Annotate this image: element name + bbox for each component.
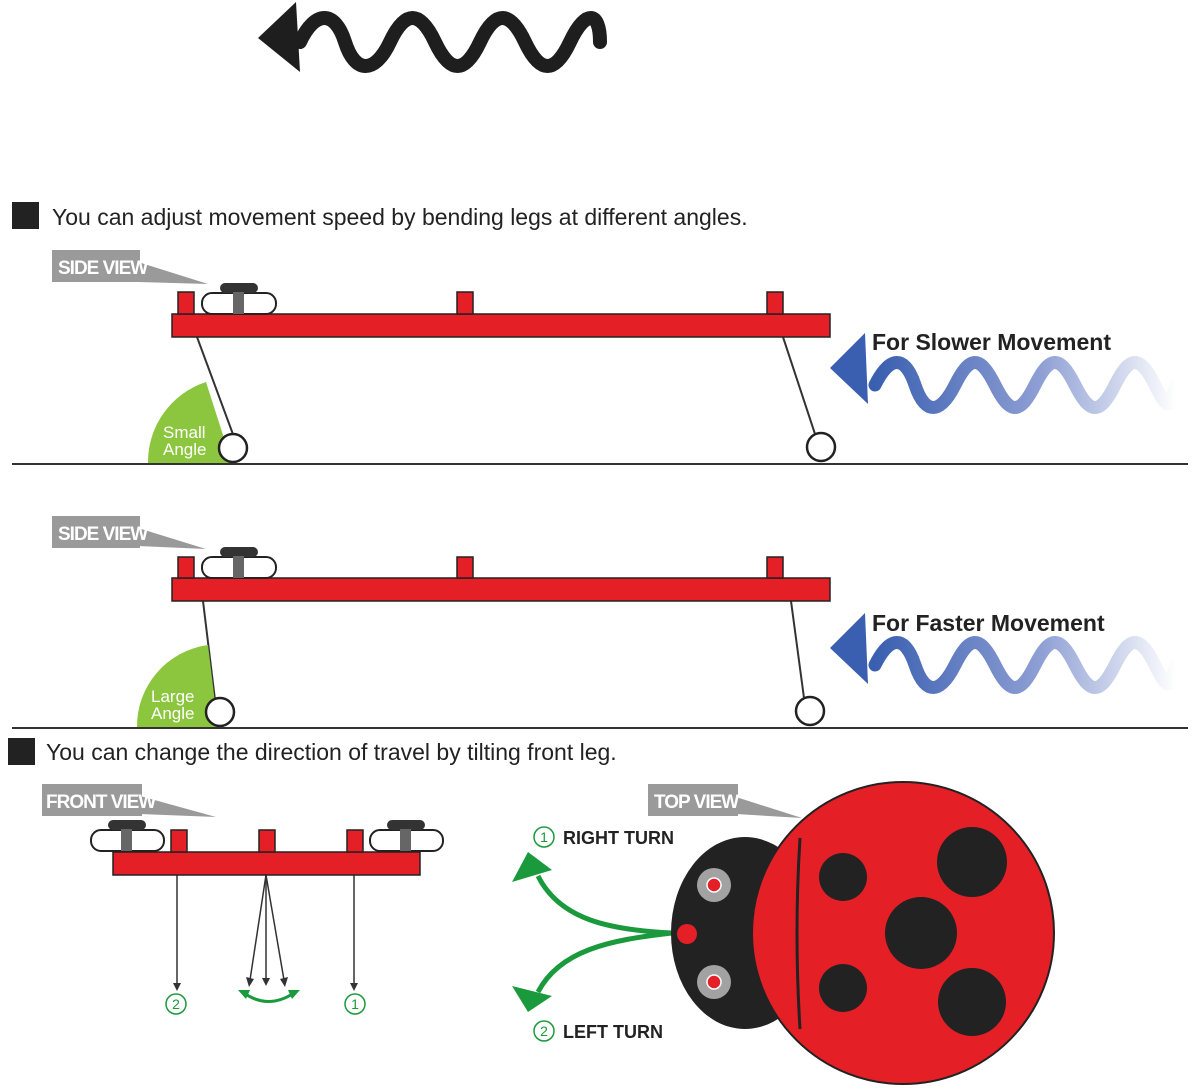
num-1-circle-front: [344, 993, 366, 1015]
svg-text:SIDE VIEW: SIDE VIEW: [58, 258, 148, 279]
num-2-circle-front: [165, 993, 187, 1015]
caption-direction: You can change the direction of travel b…: [46, 739, 617, 765]
slower-wave-arrow: [830, 333, 1183, 414]
robot-body: [171, 313, 831, 338]
top-view-tag: TOP VIEW: [648, 784, 802, 818]
left-turn-label: 2 LEFT TURN: [533, 1020, 663, 1042]
side-view-tag-2: SIDE VIEW: [52, 516, 206, 549]
turn-arrows: [512, 852, 673, 1012]
bullet-square-1: [12, 202, 39, 229]
svg-text:TOP VIEW: TOP VIEW: [654, 792, 739, 813]
svg-text:SIDE VIEW: SIDE VIEW: [58, 524, 148, 545]
small-angle-label-1: Small: [163, 423, 206, 442]
svg-text:1: 1: [540, 829, 548, 845]
svg-text:RIGHT TURN: RIGHT TURN: [563, 828, 674, 848]
large-angle-wedge: [136, 645, 218, 728]
foot-rear: [805, 431, 837, 463]
svg-text:1: 1: [351, 996, 359, 1012]
svg-text:2: 2: [540, 1023, 548, 1039]
large-angle-label-1: Large: [151, 687, 194, 706]
slower-label: For Slower Movement: [872, 329, 1111, 355]
small-angle-label-2: Angle: [163, 440, 206, 459]
top-wave-arrow: [258, 2, 607, 73]
side-view-robot-2: Large Angle: [136, 547, 831, 728]
svg-text:2: 2: [172, 996, 180, 1012]
faster-wave-arrow: [830, 613, 1183, 694]
foot-front: [217, 432, 249, 464]
caption-speed: You can adjust movement speed by bending…: [52, 204, 748, 230]
front-view-robot: 2 1: [90, 820, 444, 1015]
right-turn-label: 1 RIGHT TURN: [533, 826, 674, 848]
svg-text:FRONT VIEW: FRONT VIEW: [46, 792, 156, 813]
svg-text:LEFT TURN: LEFT TURN: [563, 1022, 663, 1042]
faster-label: For Faster Movement: [872, 610, 1105, 636]
side-view-tag-1: SIDE VIEW: [52, 250, 208, 284]
small-angle-wedge: [147, 382, 232, 463]
ladybug: [671, 781, 1055, 1085]
front-view-tag: FRONT VIEW: [42, 784, 216, 817]
ladybug-nose: [677, 924, 697, 944]
large-angle-label-2: Angle: [151, 704, 194, 723]
side-view-robot-1: Small Angle: [147, 283, 837, 464]
bullet-square-2: [8, 738, 35, 765]
